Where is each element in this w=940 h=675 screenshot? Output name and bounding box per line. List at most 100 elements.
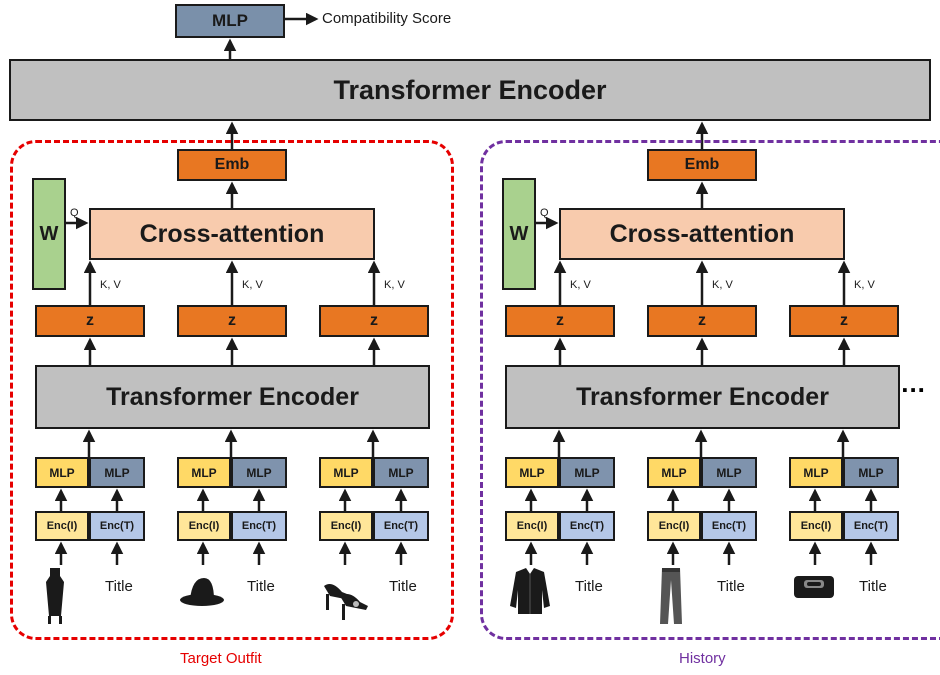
kv-label-0-1: K, V xyxy=(242,279,263,291)
compatibility-score-label: Compatibility Score xyxy=(322,10,452,27)
z-box-0-2-label: z xyxy=(370,312,378,329)
mlp-text-box-1-0-label: MLP xyxy=(574,465,600,480)
enc-text-box-0-2-label: Enc(T) xyxy=(383,520,419,532)
mlp-image-box-0-0-label: MLP xyxy=(49,465,75,480)
z-box-1-0-label: z xyxy=(556,312,564,329)
mlp-text-box-1-2-label: MLP xyxy=(858,465,884,480)
z-box-0-2: z xyxy=(319,305,429,337)
mlp-image-box-0-1: MLP xyxy=(177,457,231,488)
kv-label-1-1: K, V xyxy=(712,279,733,291)
cross-attention-box-0: Cross-attention xyxy=(89,208,375,260)
w-box-0: W xyxy=(32,178,66,290)
transformer-encoder-1-label: Transformer Encoder xyxy=(576,382,829,411)
z-box-0-0: z xyxy=(35,305,145,337)
emb-box-0: Emb xyxy=(177,149,287,181)
mlp-text-box-1-1: MLP xyxy=(701,457,757,488)
jacket-icon xyxy=(508,566,554,633)
z-box-1-2-label: z xyxy=(840,312,848,329)
item-title-1-2: Title xyxy=(859,578,887,595)
enc-text-box-0-2: Enc(T) xyxy=(373,511,429,541)
item-title-0-0: Title xyxy=(105,578,133,595)
kv-label-1-0: K, V xyxy=(570,279,591,291)
mlp-image-box-0-1-label: MLP xyxy=(191,465,217,480)
mlp-text-box-0-2-label: MLP xyxy=(388,465,414,480)
item-title-1-0: Title xyxy=(575,578,603,595)
transformer-encoder-0-label: Transformer Encoder xyxy=(106,382,359,411)
mlp-image-box-1-0: MLP xyxy=(505,457,559,488)
top-transformer-encoder: Transformer Encoder xyxy=(9,59,931,121)
enc-text-box-1-1-label: Enc(T) xyxy=(711,520,747,532)
kv-label-0-2: K, V xyxy=(384,279,405,291)
mlp-text-box-0-1: MLP xyxy=(231,457,287,488)
heels-icon xyxy=(322,566,368,633)
emb-box-1-label: Emb xyxy=(684,156,720,173)
w-box-1: W xyxy=(502,178,536,290)
z-box-1-2: z xyxy=(789,305,899,337)
mlp-image-box-1-1-label: MLP xyxy=(661,465,687,480)
mlp-image-box-1-2-label: MLP xyxy=(803,465,829,480)
enc-text-box-1-2-label: Enc(T) xyxy=(853,520,889,532)
kv-label-0-0: K, V xyxy=(100,279,121,291)
enc-text-box-1-0-label: Enc(T) xyxy=(569,520,605,532)
kv-label-1-2: K, V xyxy=(854,279,875,291)
enc-image-box-1-1: Enc(I) xyxy=(647,511,701,541)
item-title-1-1: Title xyxy=(717,578,745,595)
w-box-1-label: W xyxy=(509,222,529,245)
mlp-text-box-0-0: MLP xyxy=(89,457,145,488)
top-mlp-box: MLP xyxy=(175,4,285,38)
enc-image-box-1-0-label: Enc(I) xyxy=(516,520,548,532)
bag-icon xyxy=(792,566,838,633)
mlp-image-box-1-2: MLP xyxy=(789,457,843,488)
mlp-text-box-0-2: MLP xyxy=(373,457,429,488)
hat-icon xyxy=(180,566,226,633)
pants-icon xyxy=(650,566,696,633)
enc-image-box-1-2: Enc(I) xyxy=(789,511,843,541)
enc-text-box-0-0: Enc(T) xyxy=(89,511,145,541)
transformer-encoder-1: Transformer Encoder xyxy=(505,365,900,429)
enc-image-box-0-0-label: Enc(I) xyxy=(46,520,78,532)
enc-image-box-1-0: Enc(I) xyxy=(505,511,559,541)
panel-border-1 xyxy=(480,140,940,640)
emb-box-0-label: Emb xyxy=(214,156,250,173)
enc-image-box-0-2-label: Enc(I) xyxy=(330,520,362,532)
mlp-text-box-0-0-label: MLP xyxy=(104,465,130,480)
mlp-image-box-1-1: MLP xyxy=(647,457,701,488)
z-box-0-1-label: z xyxy=(228,312,236,329)
enc-text-box-1-2: Enc(T) xyxy=(843,511,899,541)
mlp-image-box-0-0: MLP xyxy=(35,457,89,488)
enc-text-box-0-0-label: Enc(T) xyxy=(99,520,135,532)
enc-image-box-0-1-label: Enc(I) xyxy=(188,520,220,532)
enc-image-box-0-0: Enc(I) xyxy=(35,511,89,541)
enc-text-box-0-1-label: Enc(T) xyxy=(241,520,277,532)
z-box-1-1-label: z xyxy=(698,312,706,329)
z-box-1-0: z xyxy=(505,305,615,337)
panel-border-0 xyxy=(10,140,454,640)
q-label-0: Q xyxy=(70,207,79,219)
enc-text-box-1-1: Enc(T) xyxy=(701,511,757,541)
q-label-1: Q xyxy=(540,207,549,219)
item-title-0-1: Title xyxy=(247,578,275,595)
w-box-0-label: W xyxy=(39,222,59,245)
top-mlp-label: MLP xyxy=(212,11,248,30)
item-title-0-2: Title xyxy=(389,578,417,595)
cross-attention-box-1: Cross-attention xyxy=(559,208,845,260)
emb-box-1: Emb xyxy=(647,149,757,181)
enc-image-box-0-2: Enc(I) xyxy=(319,511,373,541)
mlp-text-box-1-2: MLP xyxy=(843,457,899,488)
panel-caption-0: Target Outfit xyxy=(180,650,262,667)
mlp-text-box-0-1-label: MLP xyxy=(246,465,272,480)
enc-image-box-0-1: Enc(I) xyxy=(177,511,231,541)
enc-image-box-1-1-label: Enc(I) xyxy=(658,520,690,532)
transformer-encoder-0: Transformer Encoder xyxy=(35,365,430,429)
mlp-image-box-0-2: MLP xyxy=(319,457,373,488)
z-box-1-1: z xyxy=(647,305,757,337)
cross-attention-box-0-label: Cross-attention xyxy=(139,219,325,248)
panel-caption-1: History xyxy=(679,650,726,667)
mlp-image-box-0-2-label: MLP xyxy=(333,465,359,480)
enc-text-box-0-1: Enc(T) xyxy=(231,511,287,541)
mlp-text-box-1-1-label: MLP xyxy=(716,465,742,480)
top-transformer-encoder-label: Transformer Encoder xyxy=(333,74,607,105)
z-box-0-0-label: z xyxy=(86,312,94,329)
mlp-text-box-1-0: MLP xyxy=(559,457,615,488)
